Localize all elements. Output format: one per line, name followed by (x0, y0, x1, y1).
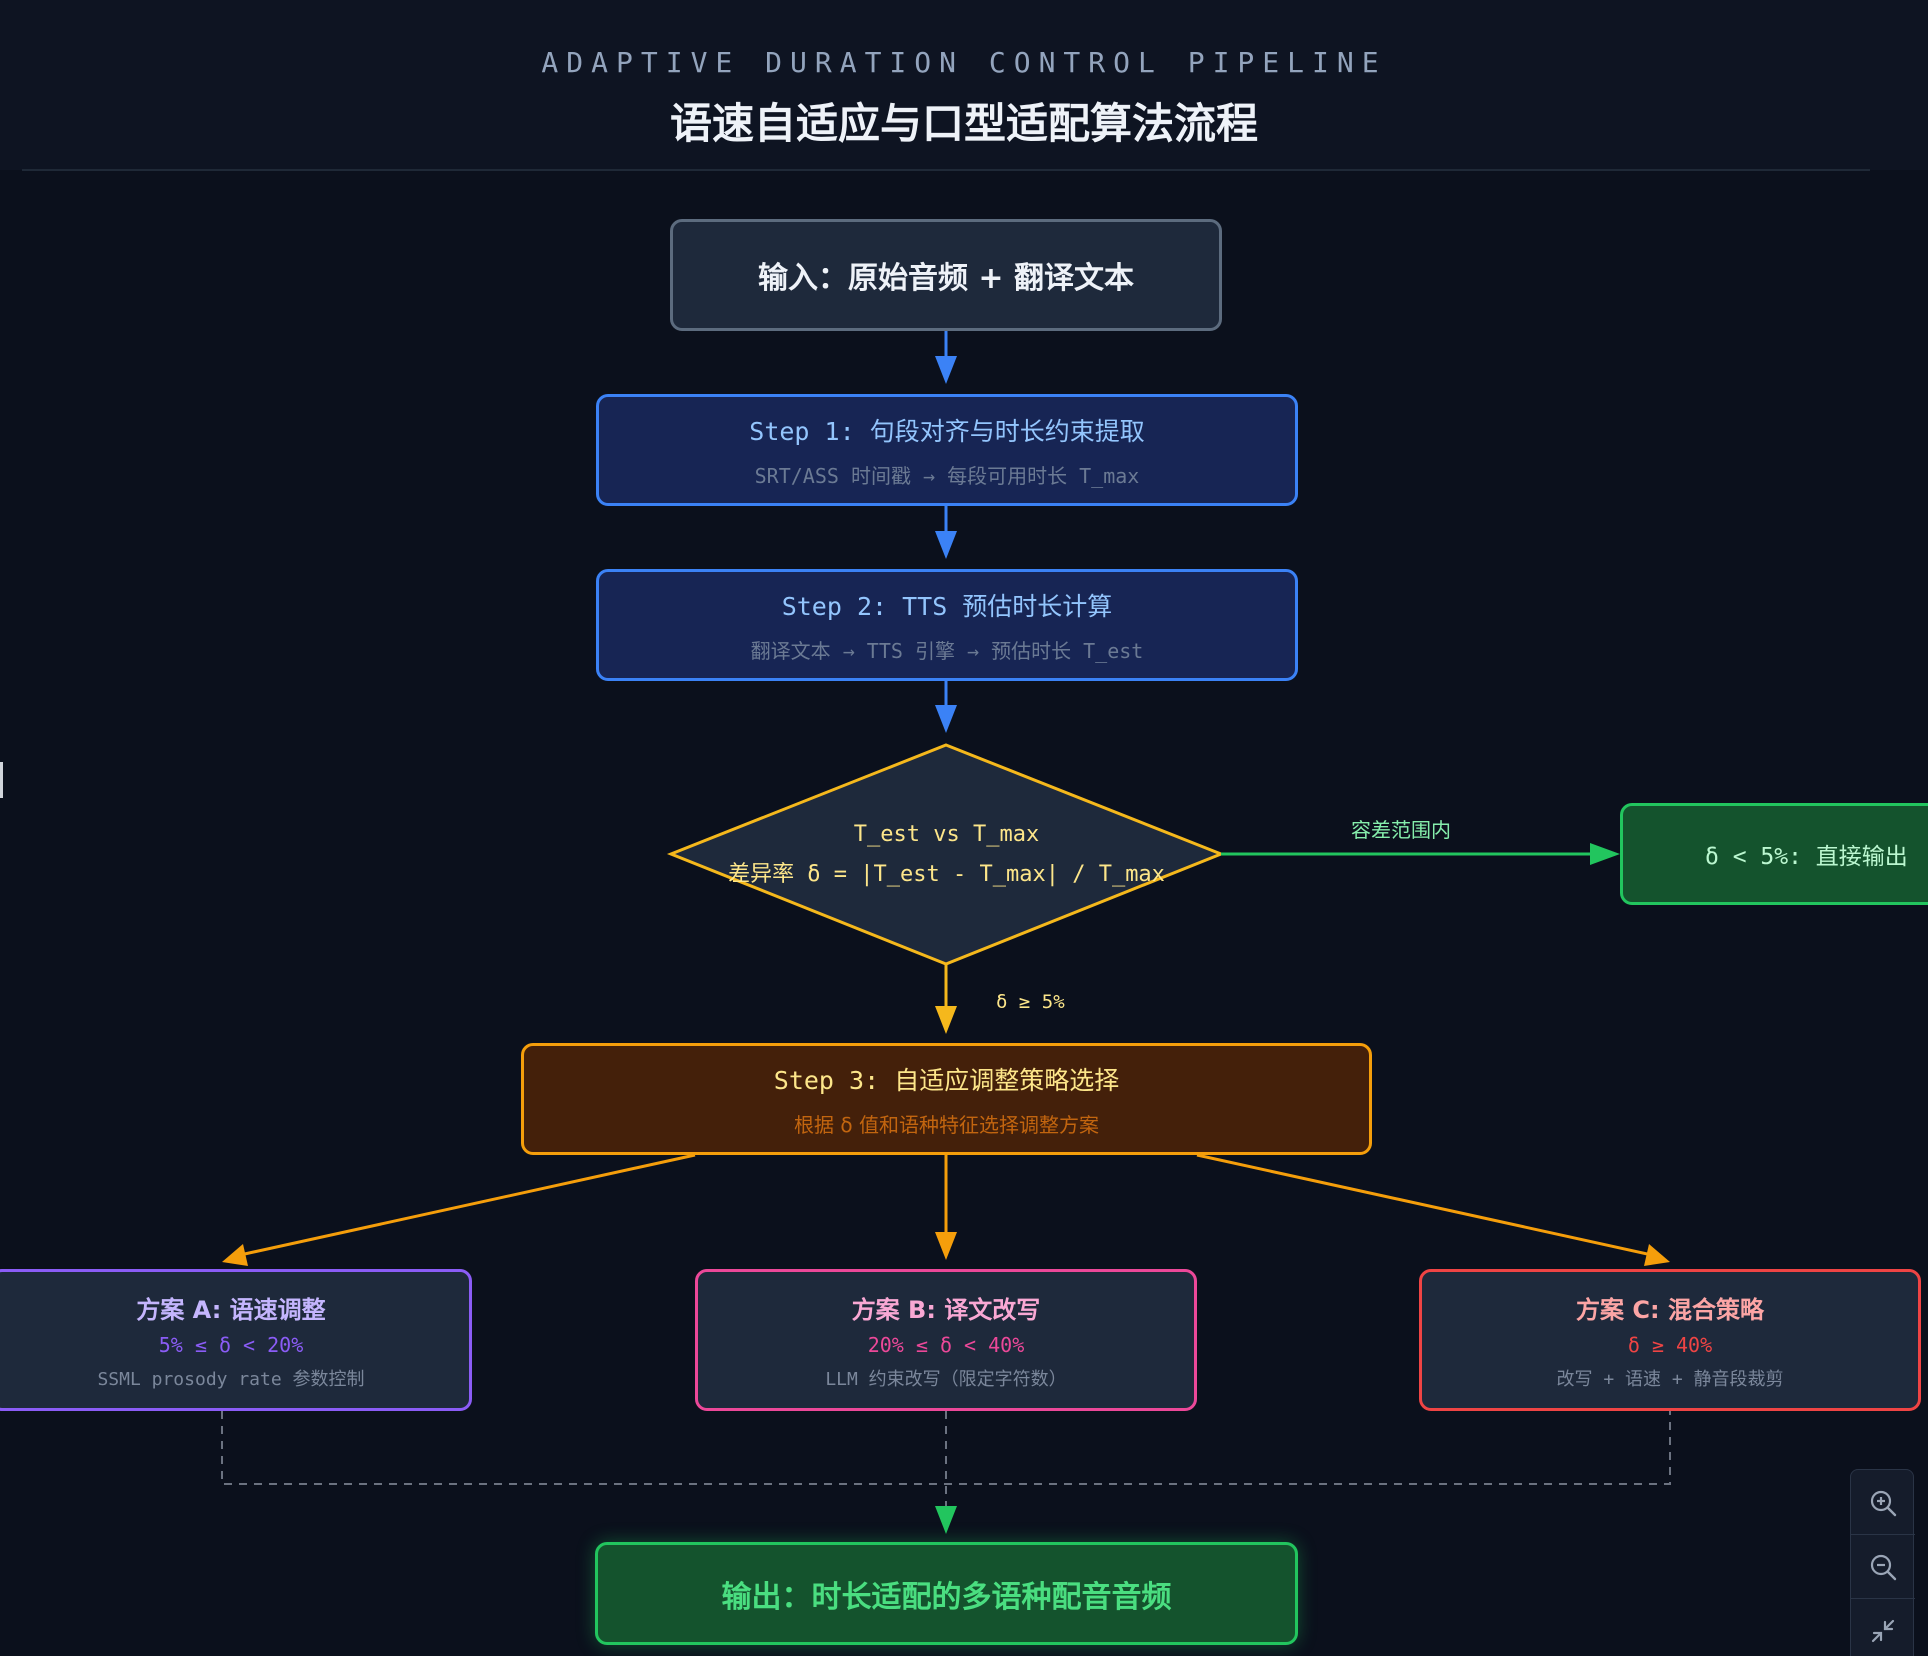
direct-output-node[interactable]: δ < 5%: 直接输出 (1620, 803, 1928, 905)
arrowhead-step2-decision (935, 705, 957, 733)
pipeline-eyebrow: ADAPTIVE DURATION CONTROL PIPELINE (541, 46, 1387, 79)
decision-diamond (666, 743, 1226, 966)
step2-subtitle: 翻译文本 → TTS 引擎 → 预估时长 T_est (750, 638, 1144, 663)
edge-step3-option-c (1196, 1153, 1653, 1257)
zoom-in-icon (1870, 1490, 1897, 1517)
scroll-edge-marker (0, 762, 3, 798)
arrowhead-step3-option-b (935, 1232, 957, 1260)
final-output-title: 输出：时长适配的多语种配音音频 (721, 1579, 1172, 1615)
step3-subtitle: 根据 δ 值和语种特征选择调整方案 (794, 1112, 1099, 1137)
zoom-out-button[interactable] (1851, 1536, 1915, 1599)
option-a-detail: SSML prosody rate 参数控制 (97, 1368, 365, 1390)
arrowhead-merge-output (935, 1506, 957, 1534)
option-c-detail: 改写 + 语速 + 静音段裁剪 (1556, 1368, 1784, 1390)
arrowhead-step3-option-c (1644, 1244, 1670, 1266)
zoom-in-button[interactable] (1851, 1472, 1915, 1535)
edge-step3-option-a (239, 1153, 696, 1257)
option-a-node[interactable]: 方案 A: 语速调整 5% ≤ δ < 20% SSML prosody rat… (0, 1269, 472, 1411)
fit-view-button[interactable] (1851, 1600, 1915, 1656)
arrowhead-decision-step3 (935, 1006, 957, 1034)
page-title: 语速自适应与口型适配算法流程 (669, 99, 1258, 148)
zoom-out-icon (1870, 1554, 1897, 1581)
step1-node[interactable]: Step 1: 句段对齐与时长约束提取 SRT/ASS 时间戳 → 每段可用时长… (596, 394, 1298, 506)
header-divider (22, 169, 1870, 171)
option-b-node[interactable]: 方案 B: 译文改写 20% ≤ δ < 40% LLM 约束改写（限定字符数） (695, 1269, 1197, 1411)
step3-node[interactable]: Step 3: 自适应调整策略选择 根据 δ 值和语种特征选择调整方案 (521, 1043, 1372, 1155)
option-b-range: 20% ≤ δ < 40% (867, 1332, 1025, 1357)
step1-title: Step 1: 句段对齐与时长约束提取 (749, 416, 1145, 446)
option-a-range: 5% ≤ δ < 20% (158, 1332, 304, 1357)
step1-subtitle: SRT/ASS 时间戳 → 每段可用时长 T_max (754, 463, 1140, 488)
decision-line-2: 差异率 δ = |T_est - T_max| / T_max (728, 862, 1165, 887)
edge-label-tolerance: 容差范围内 (1351, 818, 1451, 842)
input-node-title: 输入：原始音频 + 翻译文本 (757, 261, 1135, 296)
arrowhead-input-step1 (935, 356, 957, 384)
option-c-range: δ ≥ 40% (1627, 1332, 1713, 1357)
arrowhead-decision-direct (1590, 843, 1620, 865)
option-c-title: 方案 C: 混合策略 (1576, 1295, 1764, 1324)
option-b-title: 方案 B: 译文改写 (851, 1295, 1041, 1324)
edge-merge-dashed (221, 1411, 1671, 1485)
option-c-node[interactable]: 方案 C: 混合策略 δ ≥ 40% 改写 + 语速 + 静音段裁剪 (1419, 1269, 1921, 1411)
pipeline-header: ADAPTIVE DURATION CONTROL PIPELINE 语速自适应… (0, 0, 1928, 170)
arrowhead-step3-option-a (222, 1244, 248, 1266)
zoom-controls (1850, 1469, 1915, 1656)
arrowhead-step1-step2 (935, 531, 957, 559)
edge-label-exceed: δ ≥ 5% (996, 991, 1065, 1013)
decision-line-1: T_est vs T_max (853, 822, 1040, 847)
option-b-detail: LLM 约束改写（限定字符数） (825, 1368, 1067, 1390)
final-output-node[interactable]: 输出：时长适配的多语种配音音频 (595, 1542, 1298, 1645)
fit-view-icon (1871, 1619, 1895, 1643)
input-node[interactable]: 输入：原始音频 + 翻译文本 (670, 219, 1222, 331)
option-a-title: 方案 A: 语速调整 (136, 1295, 326, 1324)
step2-title: Step 2: TTS 预估时长计算 (781, 591, 1113, 621)
direct-output-title: δ < 5%: 直接输出 (1705, 844, 1908, 870)
step2-node[interactable]: Step 2: TTS 预估时长计算 翻译文本 → TTS 引擎 → 预估时长 … (596, 569, 1298, 681)
step3-title: Step 3: 自适应调整策略选择 (773, 1065, 1120, 1095)
